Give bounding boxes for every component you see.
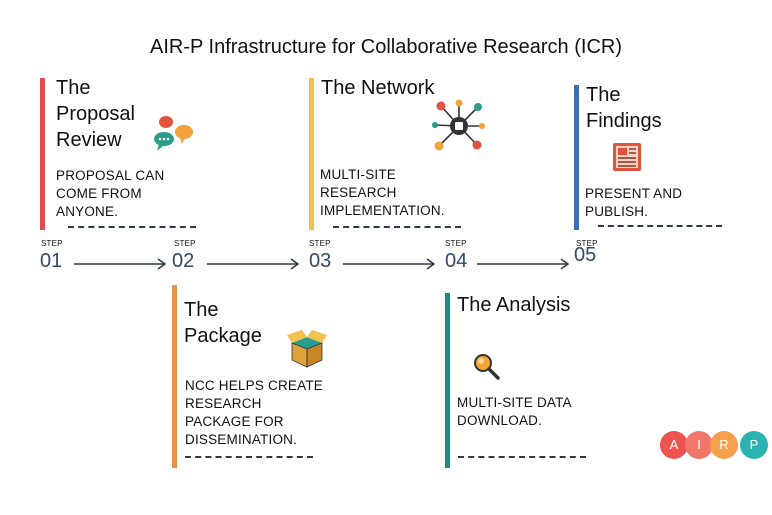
step-04-number: 04 bbox=[445, 250, 468, 272]
step-01-divider bbox=[68, 226, 196, 228]
step-04-label: STEP bbox=[445, 239, 467, 248]
step-04-card: The Analysis MULTI-SITE DATA DOWNLOAD. bbox=[445, 293, 625, 468]
arrow-02-to-03 bbox=[207, 258, 300, 270]
step-03-card: The Network MULTI-SITE RESEARCH IMPLEMEN… bbox=[309, 77, 489, 233]
chat-bubbles-icon bbox=[150, 112, 196, 159]
step-02-number: 02 bbox=[172, 250, 195, 272]
step-01-number: 01 bbox=[40, 250, 63, 272]
diagram-title: AIR-P Infrastructure for Collaborative R… bbox=[149, 36, 622, 58]
magnifier-icon bbox=[471, 351, 503, 388]
step-01-accent-bar bbox=[40, 78, 45, 230]
step-01-heading: The Proposal Review bbox=[56, 77, 135, 151]
step-03-number: 03 bbox=[309, 250, 332, 272]
air-p-logo: A I R P bbox=[660, 431, 772, 461]
arrow-01-to-02 bbox=[74, 258, 167, 270]
logo-letter-i: I bbox=[685, 431, 713, 459]
step-01-label: STEP bbox=[41, 239, 63, 248]
step-04-heading: The Analysis bbox=[457, 294, 571, 316]
logo-letter-r: R bbox=[710, 431, 738, 459]
step-05-description: PRESENT AND PUBLISH. bbox=[585, 186, 683, 219]
open-box-icon bbox=[286, 329, 328, 374]
step-04-description: MULTI-SITE DATA DOWNLOAD. bbox=[457, 395, 572, 428]
arrow-04-to-05 bbox=[477, 258, 570, 270]
arrow-03-to-04 bbox=[343, 258, 436, 270]
step-04-divider bbox=[458, 456, 586, 458]
step-03-accent-bar bbox=[309, 78, 314, 230]
step-05-label: STEP bbox=[576, 239, 598, 248]
step-02-label: STEP bbox=[174, 239, 196, 248]
step-01-description: PROPOSAL CAN COME FROM ANYONE. bbox=[56, 168, 165, 219]
step-03-heading: The Network bbox=[321, 77, 435, 99]
step-04-accent-bar bbox=[445, 293, 450, 468]
step-02-heading: The Package bbox=[184, 299, 262, 347]
logo-letter-a: A bbox=[660, 431, 688, 459]
step-03-divider bbox=[333, 226, 461, 228]
logo-letter-p: P bbox=[740, 431, 768, 459]
network-hub-icon bbox=[431, 98, 487, 159]
step-05-card: The Findings PRESENT AND PUBLISH. bbox=[574, 84, 734, 233]
step-05-number: 05 bbox=[574, 244, 597, 266]
step-03-label: STEP bbox=[309, 239, 331, 248]
step-05-accent-bar bbox=[574, 85, 579, 230]
step-02-description: NCC HELPS CREATE RESEARCH PACKAGE FOR DI… bbox=[185, 378, 323, 447]
step-01-card: The Proposal Review PROPOSAL CAN COME FR… bbox=[40, 77, 210, 233]
step-05-divider bbox=[598, 225, 722, 227]
step-02-divider bbox=[185, 456, 313, 458]
step-02-accent-bar bbox=[172, 285, 177, 468]
step-02-card: The Package NCC HELPS CREATE RESEARCH PA… bbox=[172, 285, 352, 468]
newspaper-icon bbox=[609, 139, 645, 180]
step-03-description: MULTI-SITE RESEARCH IMPLEMENTATION. bbox=[320, 167, 445, 218]
step-05-heading: The Findings bbox=[586, 84, 662, 132]
